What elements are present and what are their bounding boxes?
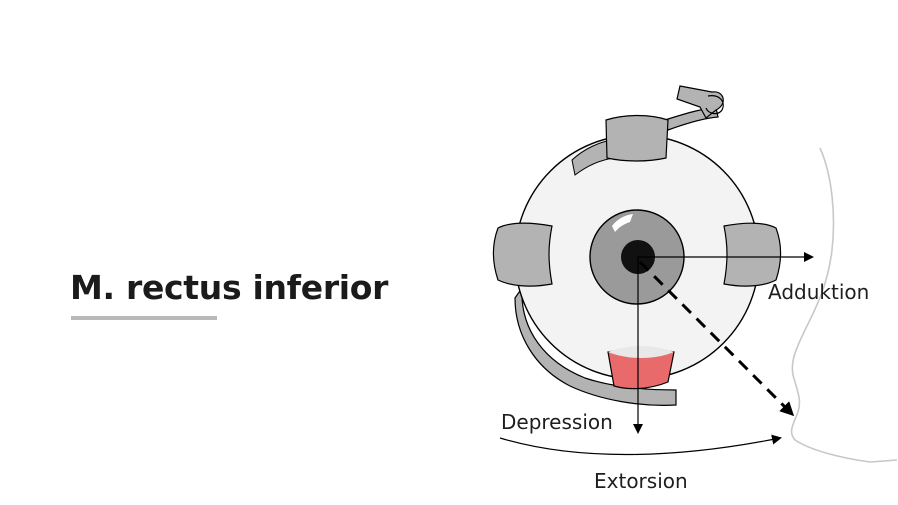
page-title: M. rectus inferior bbox=[70, 268, 389, 307]
extorsion-label: Extorsion bbox=[594, 469, 688, 493]
title-underline bbox=[71, 316, 217, 320]
inferior-muscle-band bbox=[514, 285, 677, 406]
face-profile-outline bbox=[790, 147, 898, 463]
superior-rectus-muscle bbox=[605, 114, 669, 162]
depression-label: Depression bbox=[501, 410, 613, 434]
adduktion-label: Adduktion bbox=[768, 280, 869, 304]
inferior-rectus-insertion bbox=[608, 346, 674, 358]
resultant-arrow bbox=[638, 260, 795, 417]
iris-highlight bbox=[612, 214, 633, 232]
trochlea-loop bbox=[705, 95, 724, 115]
lateral-rectus-muscle bbox=[492, 222, 553, 287]
medial-rectus-muscle bbox=[723, 222, 782, 287]
extorsion-arrow bbox=[499, 434, 782, 456]
